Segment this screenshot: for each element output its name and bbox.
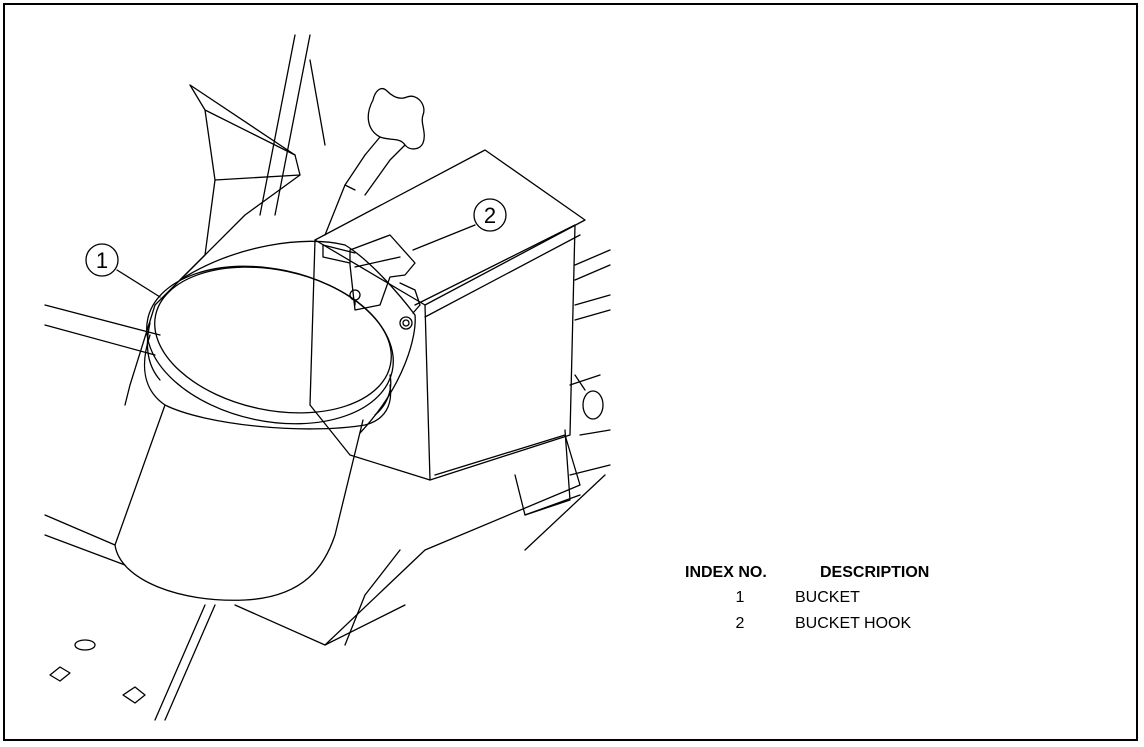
bucket	[114, 240, 416, 601]
machine-frame-lines	[44, 34, 611, 721]
legend-row: 2 BUCKET HOOK	[685, 611, 1005, 637]
legend-row-index: 2	[735, 615, 745, 632]
chute-panel	[124, 84, 301, 406]
legend-row-description: BUCKET	[795, 589, 860, 606]
legend-row: 1 BUCKET	[685, 585, 1005, 611]
bucket-hook-illustration: 1 2	[44, 34, 611, 721]
legend-header: INDEX NO. DESCRIPTION	[685, 561, 1005, 585]
bucket-hook	[322, 234, 421, 330]
callout-1-label: 1	[96, 248, 108, 273]
callout-2-label: 2	[484, 203, 496, 228]
box	[309, 149, 604, 516]
parts-legend: INDEX NO. DESCRIPTION 1 BUCKET 2 BUCKET …	[685, 561, 1005, 637]
legend-row-description: BUCKET HOOK	[795, 615, 912, 632]
legend-header-description: DESCRIPTION	[820, 564, 930, 581]
legend-header-index: INDEX NO.	[685, 564, 767, 581]
callout-2: 2	[412, 198, 507, 251]
diagram-frame: 1 2 INDEX NO. DESCRIPTION 1 BUCKET 2 BUC…	[3, 3, 1138, 741]
knob	[324, 87, 425, 236]
legend-row-index: 1	[735, 589, 745, 606]
floor-fasteners	[49, 639, 146, 704]
callout-1: 1	[85, 243, 161, 298]
